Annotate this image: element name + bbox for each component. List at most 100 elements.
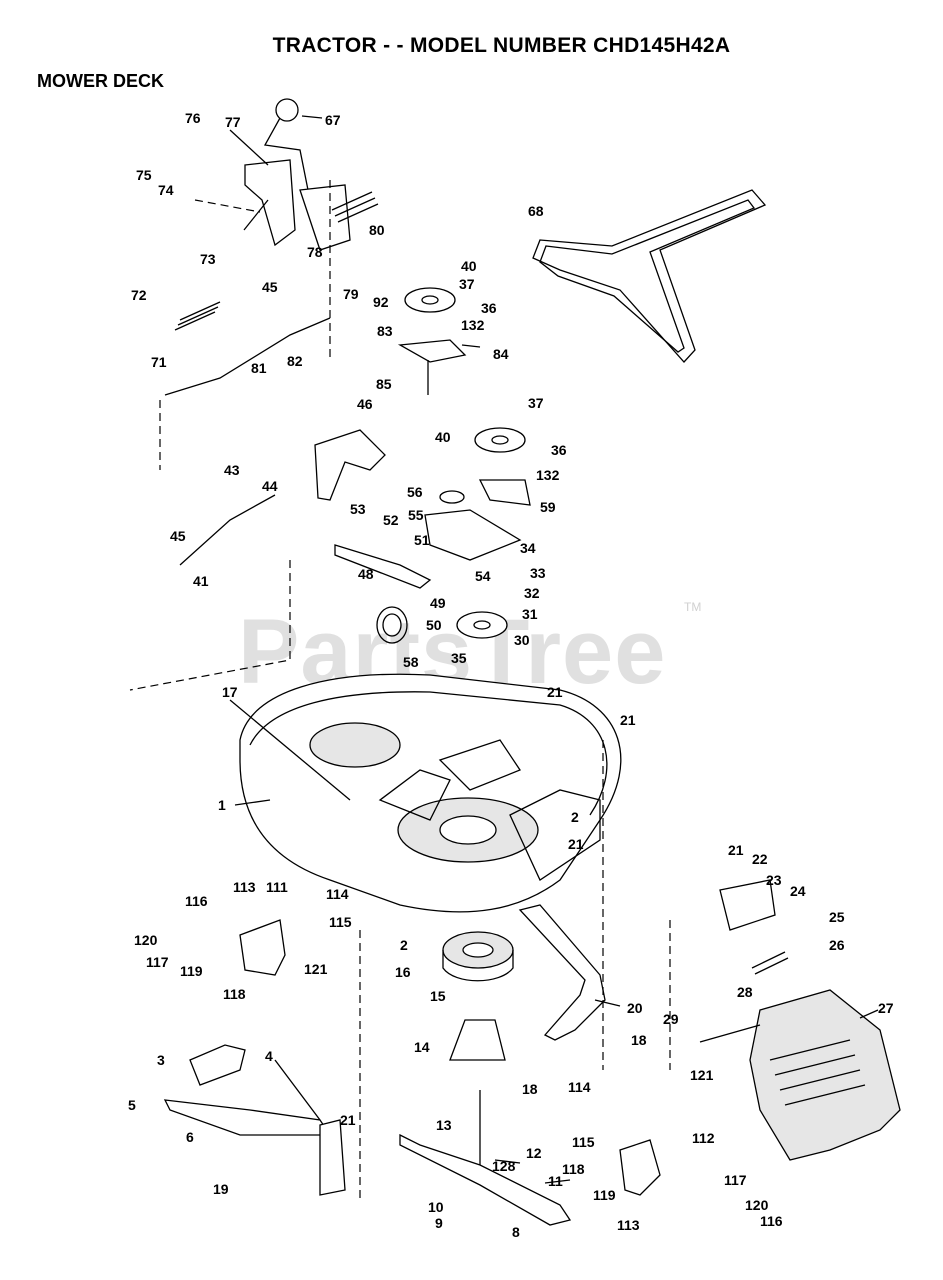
callout-15: 15 [430, 988, 446, 1004]
callout-132a: 132 [461, 317, 485, 333]
callout-84: 84 [493, 346, 509, 362]
callout-54: 54 [475, 568, 491, 584]
callout-40b: 40 [435, 429, 451, 445]
callout-33: 33 [530, 565, 546, 581]
callout-81: 81 [251, 360, 267, 376]
callout-76: 76 [185, 110, 201, 126]
callout-14: 14 [414, 1039, 430, 1055]
callout-32: 32 [524, 585, 540, 601]
callout-4: 4 [265, 1048, 273, 1064]
callout-67: 67 [325, 112, 341, 128]
callout-78: 78 [307, 244, 323, 260]
callout-2a: 2 [571, 809, 579, 825]
callout-117b: 117 [724, 1172, 747, 1188]
callout-22: 22 [752, 851, 768, 867]
callout-37a: 37 [459, 276, 475, 292]
callout-77: 77 [225, 114, 241, 130]
callout-51: 51 [414, 532, 430, 548]
callout-37b: 37 [528, 395, 544, 411]
callout-58: 58 [403, 654, 419, 670]
callout-59: 59 [540, 499, 556, 515]
callout-74: 74 [158, 182, 174, 198]
belt-68 [532, 189, 767, 363]
callout-113a: 113 [233, 879, 256, 895]
callout-114a: 114 [326, 886, 349, 902]
callout-50: 50 [426, 617, 442, 633]
callout-35: 35 [451, 650, 467, 666]
callout-111: 111 [266, 879, 288, 895]
callout-34: 34 [520, 540, 536, 556]
callout-27: 27 [878, 1000, 894, 1016]
callout-24: 24 [790, 883, 806, 899]
callout-18a: 18 [631, 1032, 647, 1048]
callout-9: 9 [435, 1215, 443, 1231]
callout-1: 1 [218, 797, 226, 813]
callout-73: 73 [200, 251, 216, 267]
page-title: TRACTOR - - MODEL NUMBER CHD145H42A [272, 34, 731, 57]
callout-36b: 36 [551, 442, 567, 458]
callout-45a: 45 [262, 279, 278, 295]
callout-25: 25 [829, 909, 845, 925]
callout-43: 43 [224, 462, 240, 478]
callout-12: 12 [526, 1145, 542, 1161]
callout-53: 53 [350, 501, 366, 517]
deck-housing-1 [239, 673, 622, 913]
callout-119a: 119 [180, 963, 203, 979]
callout-36a: 36 [481, 300, 497, 316]
callout-31: 31 [522, 606, 538, 622]
callout-46: 46 [357, 396, 373, 412]
callout-120a: 120 [134, 932, 158, 948]
callout-92: 92 [373, 294, 389, 310]
callout-21e: 21 [340, 1112, 356, 1128]
callout-3: 3 [157, 1052, 165, 1068]
section-title: MOWER DECK [37, 71, 164, 91]
callout-72: 72 [131, 287, 147, 303]
callout-21b: 21 [620, 712, 636, 728]
callout-26: 26 [829, 937, 845, 953]
callout-116a: 116 [185, 893, 208, 909]
callout-18b: 18 [522, 1081, 538, 1097]
callout-120b: 120 [745, 1197, 769, 1213]
callout-13: 13 [436, 1117, 452, 1133]
callout-21d: 21 [728, 842, 744, 858]
callout-23: 23 [766, 872, 782, 888]
callout-112: 112 [692, 1130, 715, 1146]
callout-6: 6 [186, 1129, 194, 1145]
callout-49: 49 [430, 595, 446, 611]
callout-55: 55 [408, 507, 424, 523]
callout-75: 75 [136, 167, 152, 183]
callout-115a: 115 [329, 914, 352, 930]
callout-119b: 119 [593, 1187, 616, 1203]
callout-45b: 45 [170, 528, 186, 544]
callout-48: 48 [358, 566, 374, 582]
callout-52: 52 [383, 512, 399, 528]
callout-85: 85 [376, 376, 392, 392]
callout-11: 11 [548, 1173, 563, 1189]
callout-21a: 21 [547, 684, 563, 700]
callout-117a: 117 [146, 954, 169, 970]
callout-128: 128 [492, 1158, 516, 1174]
watermark-tm: TM [684, 600, 702, 614]
callout-80: 80 [369, 222, 385, 238]
callout-41: 41 [193, 573, 209, 589]
callout-30: 30 [514, 632, 530, 648]
callout-113b: 113 [617, 1217, 640, 1233]
callout-132b: 132 [536, 467, 560, 483]
callout-labels: 1 2 2 3 4 5 6 8 9 10 11 12 13 14 15 16 1… [128, 110, 894, 1240]
callout-115b: 115 [572, 1134, 595, 1150]
callout-56: 56 [407, 484, 423, 500]
callout-116b: 116 [760, 1213, 783, 1229]
callout-83: 83 [377, 323, 393, 339]
callout-118a: 118 [223, 986, 246, 1002]
parts-outline [129, 98, 901, 1226]
callout-121a: 121 [304, 961, 328, 977]
callout-82: 82 [287, 353, 303, 369]
callout-114b: 114 [568, 1079, 591, 1095]
callout-16: 16 [395, 964, 411, 980]
callout-71: 71 [151, 354, 167, 370]
callout-10: 10 [428, 1199, 444, 1215]
callout-28: 28 [737, 984, 753, 1000]
callout-118b: 118 [562, 1161, 585, 1177]
callout-5: 5 [128, 1097, 136, 1113]
callout-68: 68 [528, 203, 544, 219]
